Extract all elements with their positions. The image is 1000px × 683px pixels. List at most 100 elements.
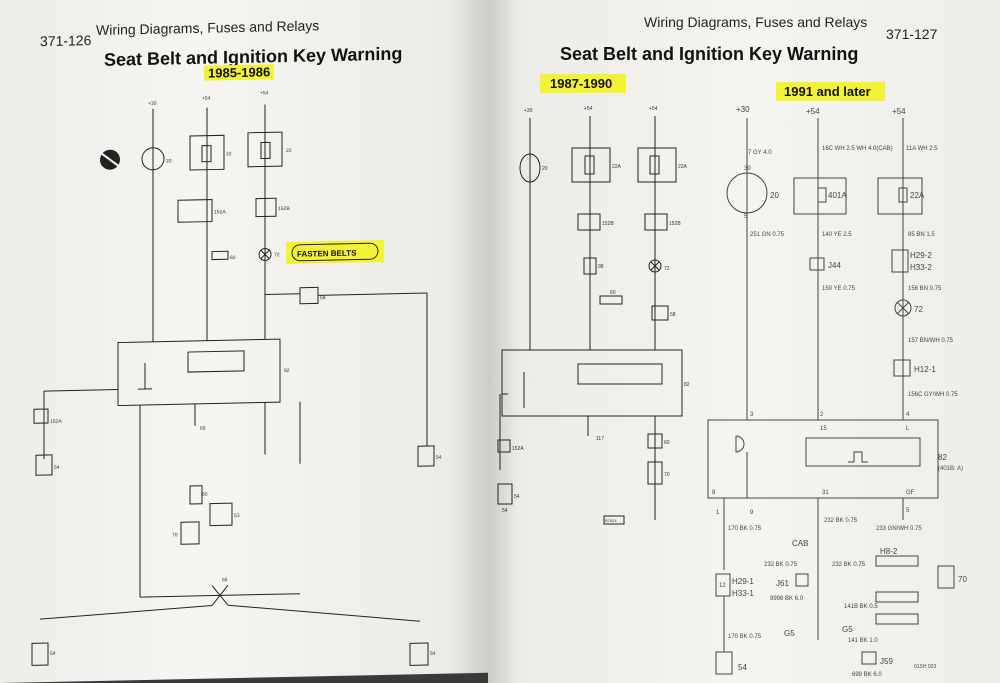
wire-label: 233 GN/WH 0.75	[876, 526, 922, 532]
component-label: 70	[172, 532, 178, 538]
component-label: 152A	[50, 419, 62, 425]
component-label: J59	[880, 657, 893, 666]
component-label: H33-2	[910, 263, 932, 272]
component-label: H29-2	[910, 251, 932, 260]
component-label: 72	[274, 252, 280, 258]
component-label: J44	[828, 261, 841, 270]
right-page: Wiring Diagrams, Fuses and Relays 371-12…	[488, 0, 1000, 683]
wire-label: 150 YE 0.75	[822, 286, 856, 292]
pin-label: 5	[744, 214, 748, 220]
component-label: 70	[664, 472, 670, 478]
component-label: J61	[776, 579, 789, 588]
wire-label: 251 GN 0.75	[750, 232, 785, 238]
component-label: 60	[610, 290, 616, 296]
pin-label: 3	[750, 412, 754, 418]
component-label: 58	[320, 295, 326, 301]
component-label: 54	[54, 465, 60, 471]
fasten-belts-callout: FASTEN BELTS	[297, 249, 357, 259]
component-label: 20	[166, 158, 172, 164]
wire-label: 85 BN 1.5	[908, 232, 935, 238]
pin-label: 12	[719, 583, 726, 589]
wire-label: 7 GY 4.0	[748, 150, 772, 156]
component-label: 54	[430, 651, 436, 657]
component-label: 20	[770, 191, 779, 200]
pin-label: 5	[906, 508, 910, 514]
reference-code: B7624	[605, 518, 617, 523]
wire-label: 141 BK 1.0	[848, 638, 878, 644]
component-label: 70	[958, 575, 967, 584]
component-label: 82	[284, 368, 290, 374]
pin-label: 30	[744, 166, 751, 172]
component-label: 60	[230, 255, 236, 261]
component-label: 22A	[678, 164, 688, 170]
component-label: 60	[664, 440, 670, 446]
year-range-label-a: 1987-1990	[540, 74, 627, 93]
pin-label: 4	[906, 412, 910, 418]
component-label: 54	[502, 508, 508, 514]
component-label: 401A	[828, 191, 847, 200]
wiring-diagram-1991-later	[707, 118, 955, 675]
terminal-label: +54	[806, 107, 820, 116]
component-label: H8-2	[880, 547, 898, 556]
wire-label: 232 BK 0.75	[832, 562, 866, 568]
component-label: 98	[598, 264, 604, 270]
wiring-diagrams-right: +30 +54 +54 20 22A 22A 152B 152B 98 72 6…	[497, 105, 967, 678]
pin-label: 15	[820, 426, 827, 432]
component-label: 58	[670, 312, 676, 318]
component-label: 82	[938, 453, 947, 462]
page-number-right: 371-127	[886, 26, 938, 42]
component-label: (401B: A)	[938, 466, 963, 472]
component-label: 54	[50, 651, 56, 657]
wire-label: 170 BK 0.75	[728, 526, 762, 532]
component-label: G5	[784, 629, 795, 638]
wire-label: 699 BK 6.0	[852, 672, 882, 678]
running-header-right: Wiring Diagrams, Fuses and Relays	[644, 14, 868, 30]
component-label: CAB	[792, 539, 808, 548]
component-label: 54	[436, 455, 442, 461]
wire-label: 140 YE 2.5	[822, 232, 852, 238]
component-label: 72	[914, 305, 923, 314]
diagram-title-right: Seat Belt and Ignition Key Warning	[560, 44, 859, 64]
component-label: 152A	[214, 209, 226, 215]
component-label: 152B	[602, 221, 614, 227]
pin-label: 31	[822, 490, 829, 496]
component-label: 53	[234, 513, 240, 519]
wire-label: 232 BK 0.75	[824, 518, 858, 524]
component-label: 54	[514, 494, 520, 500]
pin-label: GF	[906, 490, 915, 496]
terminal-label: +54	[584, 106, 593, 112]
year-range-label-b: 1991 and later	[776, 82, 885, 101]
terminal-label: +30	[736, 105, 750, 114]
component-label: 22A	[612, 164, 622, 170]
wire-label: 141B BK 0.5	[844, 604, 878, 610]
component-label: 152A	[512, 446, 524, 452]
component-label: 54	[738, 663, 747, 672]
terminal-label: +30	[148, 101, 157, 107]
component-label: 22A	[910, 191, 925, 200]
terminal-label: +54	[649, 106, 658, 112]
footer-code: 01SH 023	[914, 664, 936, 670]
component-label: 65	[200, 426, 206, 432]
component-label: 82	[684, 382, 690, 388]
wiring-diagram-1987-1990	[497, 116, 683, 525]
terminal-label: +54	[260, 90, 269, 96]
terminal-label: +30	[524, 108, 533, 114]
wire-label: 9998 BK 6.0	[770, 596, 804, 602]
pin-label: 1	[716, 510, 720, 516]
component-label: 60	[202, 492, 208, 498]
component-label: 72	[664, 266, 670, 272]
component-label: H12-1	[914, 365, 936, 374]
wire-label: 156C GY/WH 0.75	[908, 392, 958, 398]
component-label: H33-1	[732, 589, 754, 598]
component-label: 117	[596, 436, 604, 442]
wire-label: 170 BK 0.75	[728, 634, 762, 640]
pin-label: L	[906, 426, 910, 432]
wire-label: 157 BN/WH 0.75	[908, 338, 954, 344]
wire-label: 16C WH 2.5 WH 4.0(CAB)	[822, 146, 893, 152]
pin-label: 9	[750, 510, 754, 516]
component-label: 22	[286, 148, 292, 154]
component-label: 152B	[278, 206, 290, 212]
wire-label: 156 BN 0.75	[908, 286, 942, 292]
left-page: 371-126 Wiring Diagrams, Fuses and Relay…	[0, 0, 488, 683]
